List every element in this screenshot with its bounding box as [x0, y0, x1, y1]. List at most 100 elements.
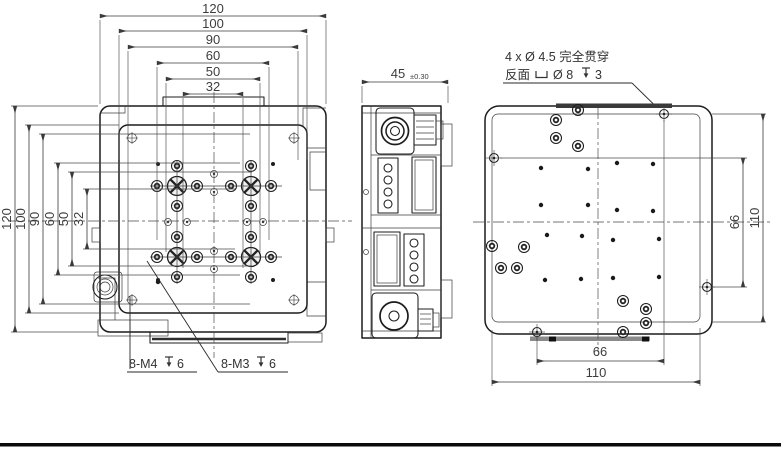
bearing-hole: [383, 163, 393, 173]
through-hole-center: [535, 330, 539, 334]
dimension-label: 32: [71, 212, 86, 226]
side-screw: [363, 189, 369, 195]
through-holes-4x: [486, 106, 715, 340]
through-hole-center: [705, 285, 709, 289]
thread-hole: [259, 218, 267, 226]
bottom-view: 4 x Ø 4.5 完全贯穿 反面 Ø 8 3: [473, 49, 772, 386]
drawing-border-line: [0, 443, 781, 447]
bracket-top-left: [100, 106, 126, 114]
hole-callout-depth: 3: [595, 68, 602, 82]
edge-notch-left: [91, 227, 101, 243]
thread-hole: [164, 218, 172, 226]
hole-callout: 4 x Ø 4.5 完全贯穿 反面 Ø 8 3: [503, 49, 685, 135]
counterbore-hole: [510, 261, 524, 275]
bearing-hole: [383, 175, 393, 185]
small-hole: [650, 208, 656, 214]
counterbore-hole: [494, 261, 508, 275]
small-hole: [585, 202, 591, 208]
dimension-label: 90: [206, 32, 220, 47]
bottom-connector: [417, 308, 440, 332]
counterbore-center: [621, 330, 625, 334]
hole-callout-line1: 4 x Ø 4.5 完全贯穿: [505, 49, 609, 64]
bottom-outer-plate-outline: [484, 105, 713, 335]
dimensions-left: 120 100 90 60 50 32: [0, 105, 90, 333]
pin-hole: [271, 162, 275, 166]
bracket-bottom-left: [98, 277, 116, 320]
bottom-base-plate-outline: [491, 113, 701, 323]
thread-callout-m3: 8-M3 6: [146, 260, 288, 373]
thread-label-m3: 8-M3: [221, 357, 250, 371]
small-hole: [656, 274, 662, 280]
thread-depth-m3: 6: [269, 357, 276, 371]
lower-motor-block: [373, 231, 401, 287]
side-bracket-top: [440, 123, 453, 167]
dimension-label: 50: [56, 212, 71, 226]
counterbore-center: [576, 108, 580, 112]
dimension-label: 60: [42, 212, 57, 226]
depth-symbol-icon: [165, 356, 173, 367]
small-hole: [578, 276, 584, 282]
side-view: 45 ±0.30: [361, 66, 453, 339]
edge-notch-right: [325, 227, 335, 243]
counterbore-hole: [571, 139, 585, 153]
dimension-tolerance: ±0.30: [410, 72, 429, 81]
counterbore-hole: [616, 325, 630, 339]
bracket-bottom-left-foot: [97, 319, 169, 337]
dimensions-right: 66 110: [727, 113, 766, 323]
thread-depth-m4: 6: [177, 357, 184, 371]
counterbore-hole: [549, 131, 563, 145]
thread-hole-center: [245, 220, 249, 224]
hole-callout-reverse-side: 反面: [505, 68, 530, 82]
small-hole: [538, 202, 544, 208]
top-platform-outline: [118, 124, 308, 314]
lower-bearing-holes: [409, 238, 419, 284]
bottom-rail-outline: [149, 331, 289, 344]
counterbore-center: [490, 244, 494, 248]
small-hole: [650, 161, 656, 167]
dimensions-bottom: 66 110: [491, 344, 701, 385]
small-hole: [610, 275, 616, 281]
small-hole: [579, 233, 585, 239]
bearing-hole: [409, 274, 419, 284]
depth-symbol-icon: [582, 67, 590, 78]
dimension-label: 90: [27, 212, 42, 226]
counterbore-holes: [485, 103, 653, 339]
depth-symbol-icon: [257, 356, 265, 367]
thread-hole-center: [212, 249, 216, 253]
extension-lines-left: [11, 105, 252, 333]
pin-hole: [271, 278, 275, 282]
dimension-label: 66: [593, 344, 607, 359]
side-screw: [363, 249, 369, 255]
thread-hole-center: [166, 220, 170, 224]
upper-bearing-holes: [383, 163, 393, 209]
thread-hole-center: [185, 220, 189, 224]
bottom-rail-end: [287, 332, 323, 343]
extension-lines-top: [99, 20, 327, 300]
dimension-label: 60: [206, 48, 220, 63]
bottom-clamp-bar: [530, 336, 650, 341]
counterbore-center: [621, 299, 625, 303]
counterbore-hole: [549, 113, 563, 127]
extension-lines-bottom-view: [491, 113, 766, 386]
through-hole-center: [492, 156, 496, 160]
small-hole: [585, 166, 591, 172]
small-holes: [538, 160, 662, 283]
counterbore-center: [515, 266, 519, 270]
thread-callout-m4: 8-M4 6: [127, 296, 197, 373]
counterbore-hole: [616, 294, 630, 308]
counterbore-center: [499, 266, 503, 270]
dimension-label: 120: [202, 1, 224, 16]
top-clamp-bar: [556, 103, 672, 108]
counterbore-center: [522, 245, 526, 249]
small-hole: [542, 277, 548, 283]
dimension-label: 110: [586, 365, 607, 380]
counterbore-center: [554, 118, 558, 122]
through-hole-center: [662, 112, 666, 116]
small-hole: [544, 232, 550, 238]
side-bracket-bottom: [440, 279, 453, 319]
lower-stage-block: [403, 233, 425, 287]
thread-hole-pattern: [156, 162, 275, 282]
counterbore-hole: [485, 239, 499, 253]
small-hole: [610, 237, 616, 243]
bracket-top-right-step: [309, 151, 326, 191]
